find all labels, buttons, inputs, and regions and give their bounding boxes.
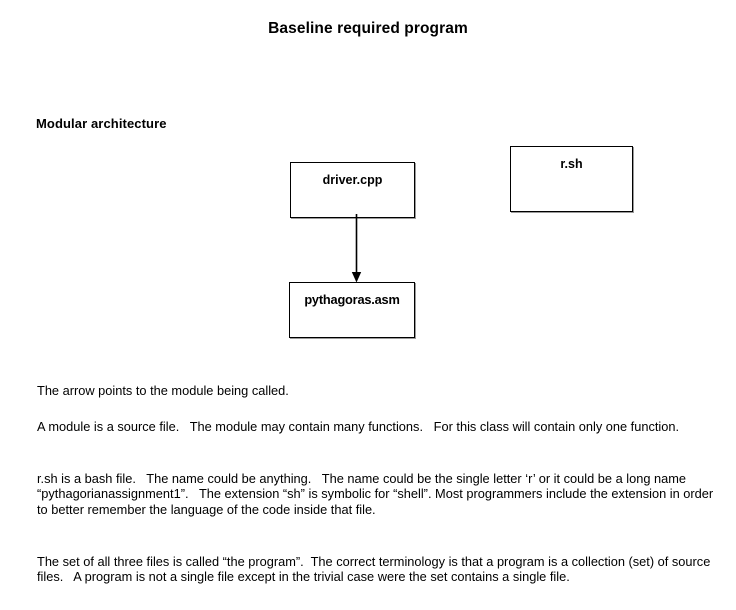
module-box-r-sh: r.sh (510, 146, 633, 212)
arrow-driver-to-pythagoras-icon (351, 214, 362, 283)
module-box-pythagoras-asm: pythagoras.asm (289, 282, 415, 338)
paragraph-module-definition: A module is a source file. The module ma… (37, 418, 680, 434)
page-title: Baseline required program (268, 20, 468, 37)
modular-architecture-diagram: driver.cpp pythagoras.asm r.sh (289, 146, 633, 338)
paragraph-arrow-explanation: The arrow points to the module being cal… (37, 382, 289, 398)
module-box-driver-cpp-label: driver.cpp (322, 173, 383, 187)
module-box-r-sh-label: r.sh (560, 157, 583, 171)
paragraph-program-terminology: The set of all three files is called “th… (37, 553, 714, 585)
section-heading-modular-architecture: Modular architecture (36, 116, 167, 131)
module-box-driver-cpp: driver.cpp (290, 162, 415, 218)
paragraph-bash-file-naming: r.sh is a bash file. The name could be a… (37, 470, 717, 517)
module-box-pythagoras-asm-label: pythagoras.asm (304, 292, 400, 307)
